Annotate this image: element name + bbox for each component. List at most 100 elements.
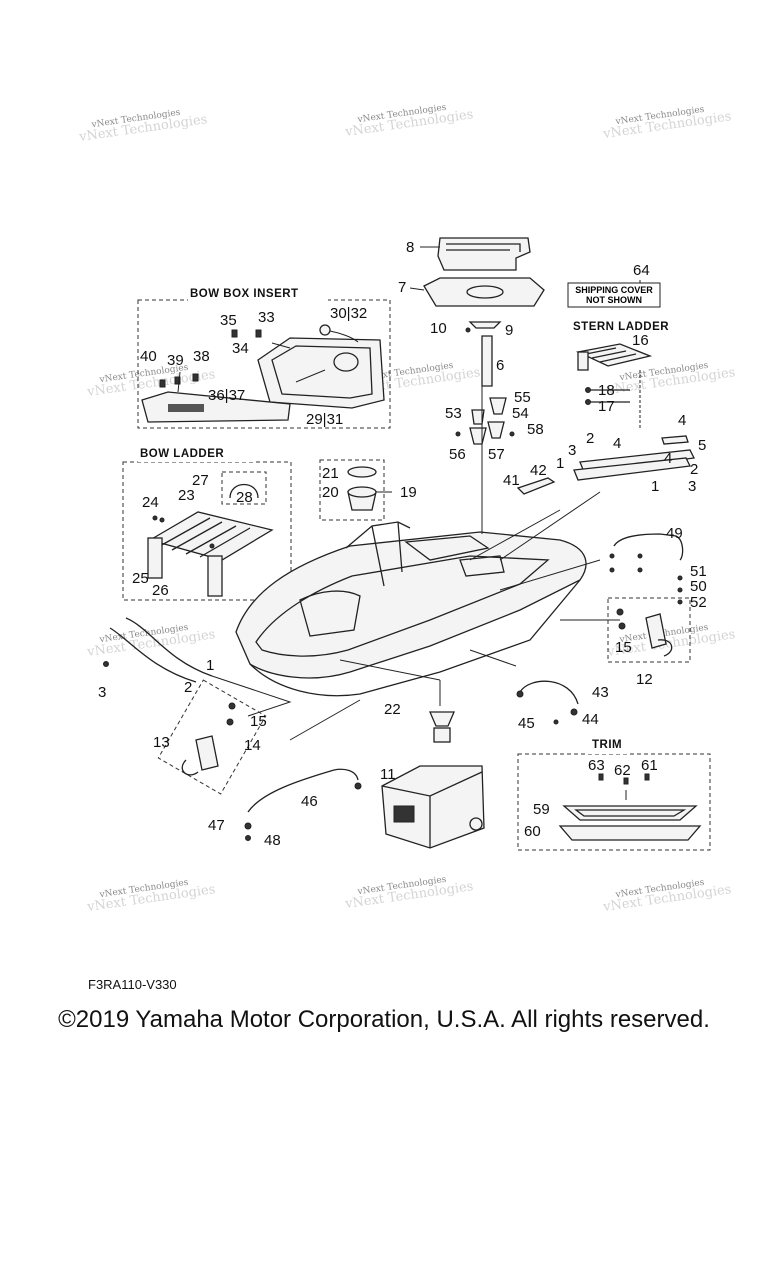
- callout-46: 46: [301, 793, 318, 810]
- cushion-seam: [446, 243, 521, 252]
- callout-14: 14: [244, 737, 261, 754]
- callout-1-left: 1: [206, 657, 214, 674]
- callout-1-top: 1: [556, 455, 564, 472]
- table-cushion: [437, 237, 531, 271]
- callout-5: 5: [698, 437, 706, 454]
- trim-mat-59-inner: [574, 809, 687, 817]
- cup-holder-ring: [347, 466, 377, 478]
- screw: [103, 661, 109, 667]
- callout-18: 18: [598, 382, 615, 399]
- callout-33: 33: [258, 309, 275, 326]
- cooler-handle: [393, 805, 415, 823]
- callout-21: 21: [322, 465, 339, 482]
- shipping-cover-note: 64 SHIPPING COVER NOT SHOWN: [567, 262, 661, 308]
- washer: [637, 553, 643, 559]
- stern-rails: 4 5 2 4 3 1 4 2 3 1: [556, 412, 706, 495]
- callout-3-left: 3: [98, 684, 106, 701]
- washer: [570, 708, 578, 716]
- callout-47: 47: [208, 817, 225, 834]
- stern-bolts: [588, 389, 630, 403]
- engine-cover: [459, 555, 505, 577]
- bow-seating: [299, 590, 361, 637]
- callout-43: 43: [592, 684, 609, 701]
- stern-ladder: [575, 343, 653, 367]
- cup-holder-group: 21 20 19: [319, 459, 417, 521]
- callout-9: 9: [505, 322, 513, 339]
- cooler-group: 11: [380, 765, 485, 849]
- cooler-edges: [381, 771, 483, 848]
- grommet: [319, 324, 331, 336]
- grab-bar: [519, 680, 579, 705]
- grab-handle-parts: 41 42: [503, 462, 556, 495]
- callout-7: 7: [398, 279, 406, 296]
- bracket-56: [469, 427, 487, 445]
- cooler: [381, 765, 485, 849]
- callout-4-right: 4: [664, 450, 672, 467]
- leader: [289, 699, 361, 741]
- grab-handle: [516, 477, 556, 495]
- callout-6: 6: [496, 357, 504, 374]
- callout-3-top: 3: [568, 442, 576, 459]
- tray-hole: [333, 352, 359, 372]
- helm-seat: [404, 535, 490, 561]
- trim-frame: [517, 753, 711, 851]
- tow-eye-left-frame: [157, 679, 267, 795]
- stern-ladder-group: STERN LADDER 16 18 17: [573, 321, 669, 428]
- hull-bottom: [249, 579, 581, 697]
- boat-hull: [235, 386, 587, 697]
- cleat: [429, 711, 455, 727]
- stern-ladder-rungs: [585, 347, 637, 363]
- bolt-head: [585, 387, 591, 393]
- washer: [677, 575, 683, 581]
- bow-box-insert-group: BOW BOX INSERT 30|32 33 34 35 36|37 38 3…: [137, 287, 391, 429]
- nut: [228, 702, 236, 710]
- callout-19: 19: [400, 484, 417, 501]
- leader: [499, 491, 601, 561]
- clip-38: [192, 373, 199, 382]
- shipping-cover-line2: NOT SHOWN: [586, 295, 642, 305]
- callout-41: 41: [503, 472, 520, 489]
- callout-55: 55: [514, 389, 531, 406]
- nut: [245, 835, 251, 841]
- deck-outline: [255, 555, 550, 657]
- callout-2-right: 2: [690, 461, 698, 478]
- screw: [455, 431, 461, 437]
- handrail-bottom-group: 46 47 48: [208, 699, 362, 849]
- washer: [244, 822, 252, 830]
- callout-51: 51: [690, 563, 707, 580]
- callout-29-31: 29|31: [306, 411, 343, 428]
- rail-2: [573, 457, 691, 481]
- tow-eye-left: 15 14 13: [153, 679, 267, 795]
- diagram-code: F3RA110-V330: [88, 977, 177, 992]
- callout-61: 61: [641, 757, 658, 774]
- callout-17: 17: [598, 398, 615, 415]
- cup-holder-frame: [319, 459, 385, 521]
- clip-33: [255, 329, 262, 338]
- callout-64: 64: [633, 262, 650, 279]
- grab-bar-group: 43 44 45: [516, 680, 609, 732]
- clip-62: [623, 777, 629, 785]
- callout-15-right: 15: [615, 639, 632, 656]
- nut: [609, 567, 615, 573]
- bow-ladder-handle-frame: [221, 471, 267, 505]
- nut: [618, 622, 626, 630]
- callout-34: 34: [232, 340, 249, 357]
- title-bg: [138, 446, 256, 462]
- callout-44: 44: [582, 711, 599, 728]
- callout-28: 28: [236, 489, 253, 506]
- table-leg: [481, 335, 493, 387]
- callout-27: 27: [192, 472, 209, 489]
- table-parts: 8 7 9 10 6: [398, 237, 545, 387]
- washer: [609, 553, 615, 559]
- callout-58: 58: [527, 421, 544, 438]
- stern-ladder-title: STERN LADDER: [573, 321, 669, 333]
- clip-35: [231, 329, 238, 338]
- bow-box-insert-title: BOW BOX INSERT: [190, 288, 299, 300]
- nut: [637, 567, 643, 573]
- callout-22: 22: [384, 701, 401, 718]
- nut: [226, 718, 234, 726]
- callout-59: 59: [533, 801, 550, 818]
